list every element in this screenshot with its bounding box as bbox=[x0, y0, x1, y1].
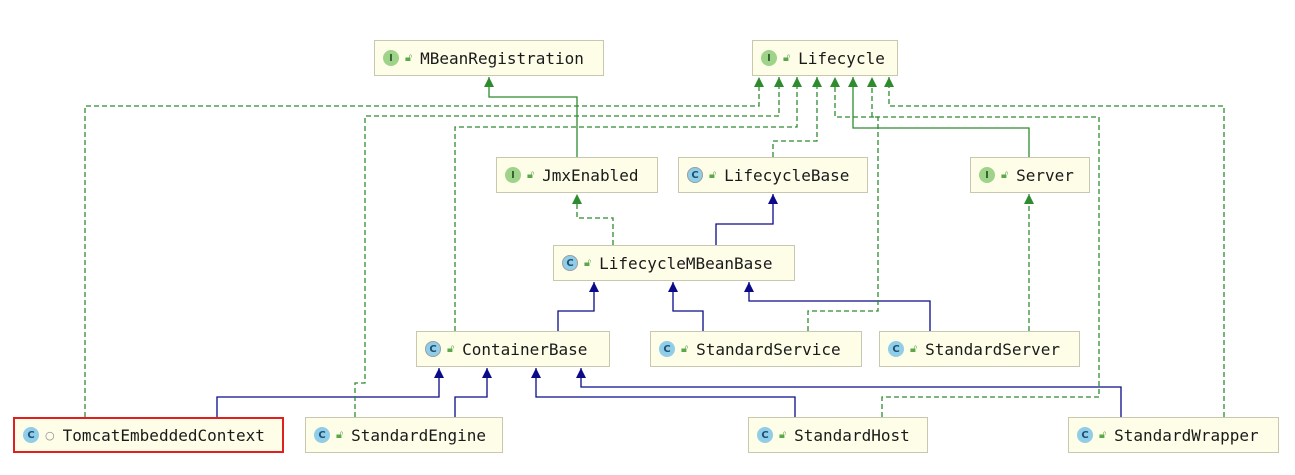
class-node-containerbase[interactable]: C 🔓︎ ContainerBase bbox=[416, 331, 610, 367]
final-class-icon: C bbox=[888, 341, 904, 357]
edge-standardservice-to-lifecyclembeanbase bbox=[672, 282, 704, 331]
class-name: LifecycleBase bbox=[724, 165, 850, 185]
class-name: JmxEnabled bbox=[542, 165, 639, 185]
class-name: StandardWrapper bbox=[1114, 425, 1259, 445]
public-lock-icon: 🔓︎ bbox=[783, 51, 791, 64]
edge-lifecyclembeanbase-to-jmxenabled-arrowhead bbox=[572, 194, 582, 204]
class-icon: C bbox=[314, 427, 330, 443]
public-lock-icon: 🔓︎ bbox=[1099, 428, 1107, 441]
class-name: Server bbox=[1016, 165, 1074, 185]
public-lock-icon: 🔓︎ bbox=[527, 168, 535, 181]
class-name: StandardEngine bbox=[351, 425, 486, 445]
edge-jmxenabled-to-mbeanregistration bbox=[488, 77, 578, 157]
edge-standardserver-to-lifecyclembeanbase bbox=[748, 282, 931, 331]
class-node-standardservice[interactable]: C 🔓︎ StandardService bbox=[650, 331, 862, 367]
edge-standardserver-to-server-arrowhead bbox=[1024, 194, 1034, 204]
edge-standardwrapper-to-containerbase bbox=[580, 368, 1122, 417]
edge-lifecyclebase-to-lifecycle bbox=[772, 77, 818, 157]
edge-standardwrapper-to-lifecycle-arrowhead bbox=[884, 77, 894, 87]
edge-lifecyclembeanbase-to-lifecyclebase-arrowhead bbox=[768, 194, 778, 204]
public-lock-icon: 🔓︎ bbox=[779, 428, 787, 441]
class-icon: C bbox=[659, 341, 675, 357]
class-node-lifecyclembeanbase[interactable]: C 🔓︎ LifecycleMBeanBase bbox=[553, 245, 795, 281]
edge-standardwrapper-to-containerbase-arrowhead bbox=[576, 368, 586, 378]
class-node-jmxenabled[interactable]: I 🔓︎ JmxEnabled bbox=[496, 157, 658, 193]
edge-lifecyclembeanbase-to-jmxenabled bbox=[576, 194, 614, 245]
edge-standardengine-to-containerbase-arrowhead bbox=[482, 368, 492, 378]
class-node-server[interactable]: I 🔓︎ Server bbox=[970, 157, 1090, 193]
edge-server-to-lifecycle-arrowhead bbox=[848, 77, 858, 87]
public-lock-icon: 🔓︎ bbox=[709, 168, 717, 181]
class-name: MBeanRegistration bbox=[420, 48, 584, 68]
class-node-lifecycle[interactable]: I 🔓︎ Lifecycle bbox=[752, 40, 898, 76]
edge-tomcat-to-lifecycle bbox=[84, 77, 760, 417]
package-private-icon: ○ bbox=[45, 428, 55, 442]
edge-standardserver-to-lifecyclembeanbase-arrowhead bbox=[744, 282, 754, 292]
interface-icon: I bbox=[761, 50, 777, 66]
abstract-class-icon: C bbox=[562, 255, 578, 271]
class-node-tomcatembeddedcontext[interactable]: C ○ TomcatEmbeddedContext bbox=[13, 417, 284, 453]
public-lock-icon: 🔓︎ bbox=[584, 256, 592, 269]
edge-standardservice-to-lifecycle-arrowhead bbox=[830, 77, 840, 87]
class-name: LifecycleMBeanBase bbox=[599, 253, 773, 273]
interface-icon: I bbox=[383, 50, 399, 66]
edge-containerbase-to-lifecyclembeanbase bbox=[557, 282, 595, 331]
edge-standardhost-to-containerbase bbox=[535, 368, 796, 417]
edge-standardengine-to-lifecycle bbox=[354, 77, 780, 417]
interface-icon: I bbox=[979, 167, 995, 183]
edge-lifecyclebase-to-lifecycle-arrowhead bbox=[812, 77, 822, 87]
class-name: Lifecycle bbox=[798, 48, 885, 68]
edge-jmxenabled-to-mbeanregistration-arrowhead bbox=[484, 77, 494, 87]
class-name: StandardService bbox=[696, 339, 841, 359]
public-lock-icon: 🔓︎ bbox=[447, 342, 455, 355]
public-lock-icon: 🔓︎ bbox=[1001, 168, 1009, 181]
interface-icon: I bbox=[505, 167, 521, 183]
edge-lifecyclembeanbase-to-lifecyclebase bbox=[715, 194, 774, 245]
class-node-mbeanregistration[interactable]: I 🔓︎ MBeanRegistration bbox=[374, 40, 604, 76]
class-node-standardserver[interactable]: C 🔓︎ StandardServer bbox=[879, 331, 1080, 367]
abstract-class-icon: C bbox=[425, 341, 441, 357]
class-node-standardhost[interactable]: C 🔓︎ StandardHost bbox=[748, 417, 928, 453]
class-node-standardengine[interactable]: C 🔓︎ StandardEngine bbox=[305, 417, 503, 453]
edge-server-to-lifecycle bbox=[852, 77, 1030, 157]
edge-standardhost-to-lifecycle-arrowhead bbox=[867, 77, 877, 87]
edge-containerbase-to-lifecyclembeanbase-arrowhead bbox=[589, 282, 599, 292]
edge-standardservice-to-lifecycle bbox=[807, 77, 879, 331]
public-lock-icon: 🔓︎ bbox=[681, 342, 689, 355]
edge-standardhost-to-lifecycle bbox=[871, 77, 1100, 417]
class-node-lifecyclebase[interactable]: C 🔓︎ LifecycleBase bbox=[678, 157, 868, 193]
edge-containerbase-to-lifecycle bbox=[454, 77, 798, 331]
public-lock-icon: 🔓︎ bbox=[336, 428, 344, 441]
edge-standardwrapper-to-lifecycle bbox=[888, 77, 1225, 417]
class-name: TomcatEmbeddedContext bbox=[62, 425, 265, 445]
class-name: ContainerBase bbox=[462, 339, 588, 359]
class-name: StandardHost bbox=[794, 425, 910, 445]
class-node-standardwrapper[interactable]: C 🔓︎ StandardWrapper bbox=[1068, 417, 1279, 453]
edge-tomcat-to-lifecycle-arrowhead bbox=[754, 77, 764, 87]
edge-tomcat-to-containerbase bbox=[216, 368, 440, 417]
abstract-class-icon: C bbox=[687, 167, 703, 183]
class-icon: C bbox=[757, 427, 773, 443]
edge-standardengine-to-lifecycle-arrowhead bbox=[774, 77, 784, 87]
class-name: StandardServer bbox=[925, 339, 1060, 359]
public-lock-icon: 🔓︎ bbox=[405, 51, 413, 64]
edge-containerbase-to-lifecycle-arrowhead bbox=[792, 77, 802, 87]
edge-tomcat-to-containerbase-arrowhead bbox=[434, 368, 444, 378]
edge-standardhost-to-containerbase-arrowhead bbox=[531, 368, 541, 378]
class-icon: C bbox=[23, 427, 39, 443]
class-icon: C bbox=[1077, 427, 1093, 443]
edge-standardservice-to-lifecyclembeanbase-arrowhead bbox=[668, 282, 678, 292]
public-lock-icon: 🔓︎ bbox=[910, 342, 918, 355]
edge-standardengine-to-containerbase bbox=[454, 368, 488, 417]
